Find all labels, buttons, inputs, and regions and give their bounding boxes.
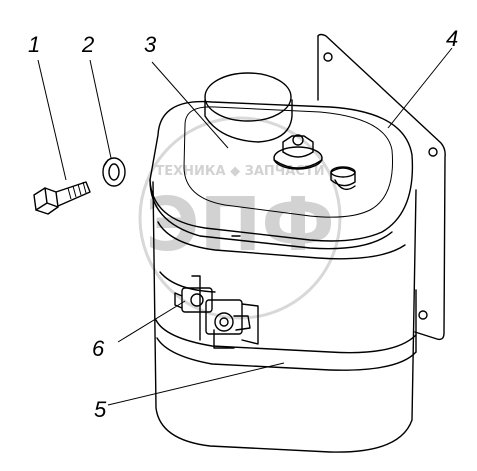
leader-lines	[37, 47, 453, 406]
watermark-ring	[138, 116, 342, 320]
leader-6	[117, 300, 186, 343]
mounting-bracket	[317, 33, 446, 341]
watermark-caption: ТЕХНИКА ◆ ЗАПЧАСТИ	[155, 164, 324, 179]
lid-small-cap	[330, 166, 356, 191]
watermark: ТЕХНИКА ◆ ЗАПЧАСТИ ЭПФ	[138, 116, 342, 320]
lid-nut-fitting	[273, 134, 323, 170]
spring-washer	[102, 157, 126, 187]
leader-4	[387, 47, 453, 129]
callout-5: 5	[94, 397, 107, 422]
callout-3: 3	[144, 32, 157, 57]
clamp-strap	[155, 271, 417, 371]
callout-1: 1	[28, 32, 40, 57]
callout-2: 2	[81, 32, 94, 57]
leader-5	[107, 362, 285, 406]
leader-3	[151, 61, 229, 149]
leader-1	[37, 59, 67, 181]
callout-6: 6	[92, 336, 105, 361]
callout-4: 4	[446, 26, 458, 51]
tank-body	[149, 72, 417, 453]
leader-2	[89, 59, 112, 159]
sensor-fittings	[174, 287, 259, 349]
bolt	[33, 181, 91, 215]
watermark-logo: ЭПФ	[145, 182, 335, 268]
